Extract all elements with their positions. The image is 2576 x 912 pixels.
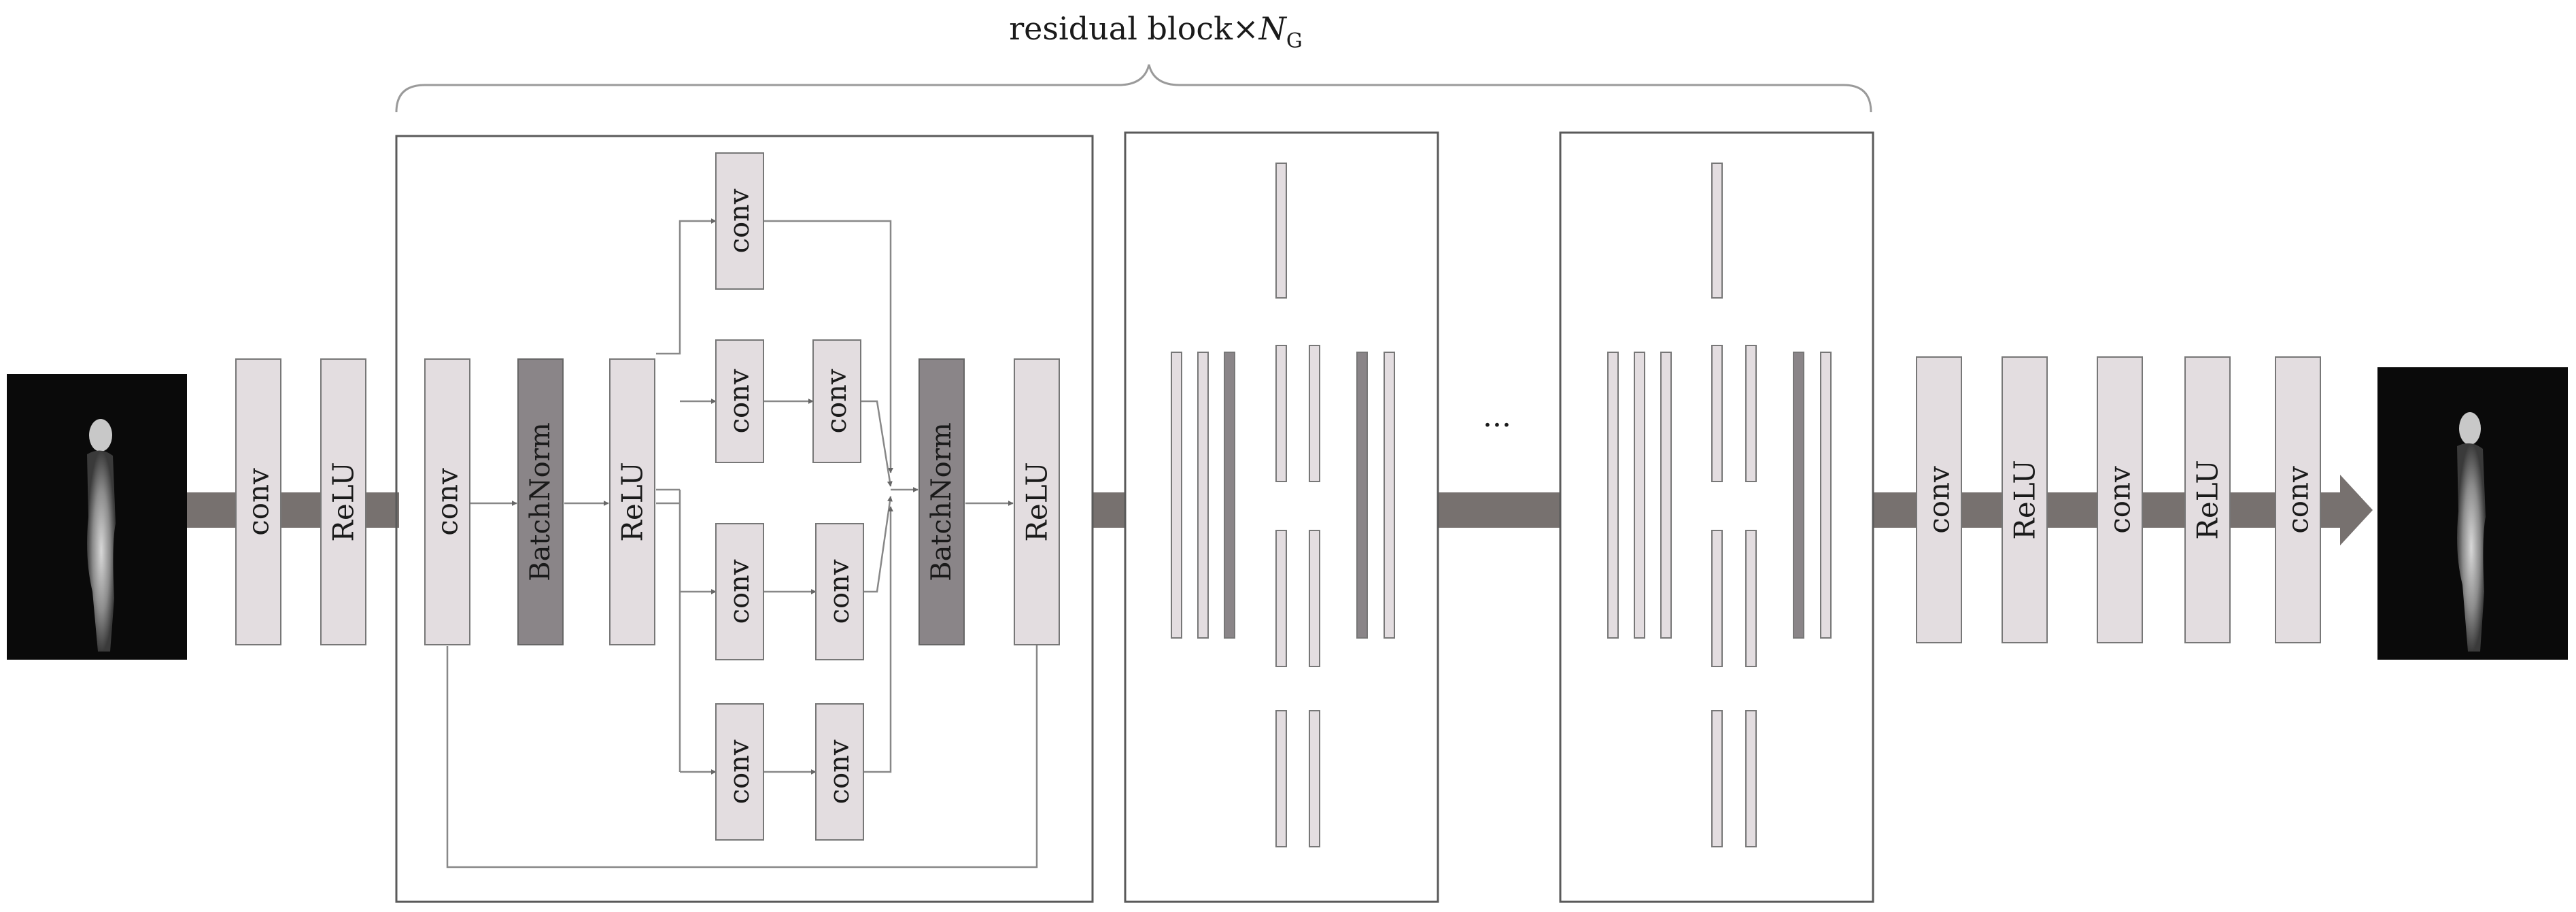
svg-text:BatchNorm: BatchNorm [525, 422, 556, 581]
pre-conv-layer: conv [235, 358, 281, 645]
branch4-conv-a: conv [715, 703, 764, 841]
svg-text:conv: conv [821, 369, 853, 433]
svg-text:ReLU: ReLU [1020, 462, 1054, 541]
block1-conv-layer: conv [424, 358, 470, 645]
svg-text:ReLU: ReLU [2191, 460, 2225, 539]
svg-text:conv: conv [2282, 466, 2315, 534]
post-relu-layer-2: ReLU [2184, 356, 2231, 643]
svg-text:conv: conv [724, 559, 755, 624]
svg-text:conv: conv [242, 468, 275, 536]
ellipsis: ··· [1483, 408, 1511, 443]
svg-text:conv: conv [724, 369, 755, 433]
svg-text:conv: conv [724, 739, 755, 804]
svg-text:BatchNorm: BatchNorm [926, 422, 957, 581]
residual-block-1 [395, 135, 1094, 903]
post-conv-layer-1: conv [1916, 356, 1962, 643]
diagram-title: residual block×NG [1009, 10, 1303, 53]
branch3-conv-b: conv [815, 523, 864, 660]
human-silhouette-output [2457, 412, 2486, 652]
output-thermal-image [2377, 367, 2568, 660]
post-conv-layer-3: conv [2275, 356, 2321, 643]
svg-text:ReLU: ReLU [616, 462, 649, 541]
branch-conv-top: conv [715, 152, 764, 290]
block1-connections [446, 218, 1040, 868]
svg-text:conv: conv [824, 559, 855, 624]
post-relu-layer-1: ReLU [2002, 356, 2048, 643]
branch4-conv-b: conv [815, 703, 864, 841]
block1-relu-layer-2: ReLU [1014, 358, 1060, 645]
residual-block-n [1559, 131, 1874, 903]
input-thermal-image [7, 374, 187, 660]
svg-text:ReLU: ReLU [2008, 460, 2042, 539]
block1-relu-layer: ReLU [609, 358, 655, 645]
blockn-schematic-layers [1607, 163, 1832, 847]
block1-batchnorm-layer-2: BatchNorm [918, 358, 965, 645]
svg-text:conv: conv [724, 188, 755, 253]
pre-relu-layer: ReLU [320, 358, 366, 645]
svg-text:conv: conv [431, 468, 464, 536]
svg-text:conv: conv [1923, 466, 1956, 534]
post-conv-layer-2: conv [2097, 356, 2143, 643]
residual-block-brace [395, 64, 1872, 113]
residual-block-2 [1124, 131, 1439, 903]
branch2-conv-a: conv [715, 339, 764, 463]
branch3-conv-a: conv [715, 523, 764, 660]
human-silhouette-input [87, 419, 116, 652]
block2-schematic-layers [1171, 163, 1395, 847]
svg-text:ReLU: ReLU [327, 462, 360, 541]
svg-text:conv: conv [2103, 466, 2137, 534]
svg-text:conv: conv [824, 739, 855, 804]
block1-batchnorm-layer: BatchNorm [517, 358, 564, 645]
branch2-conv-b: conv [812, 339, 861, 463]
